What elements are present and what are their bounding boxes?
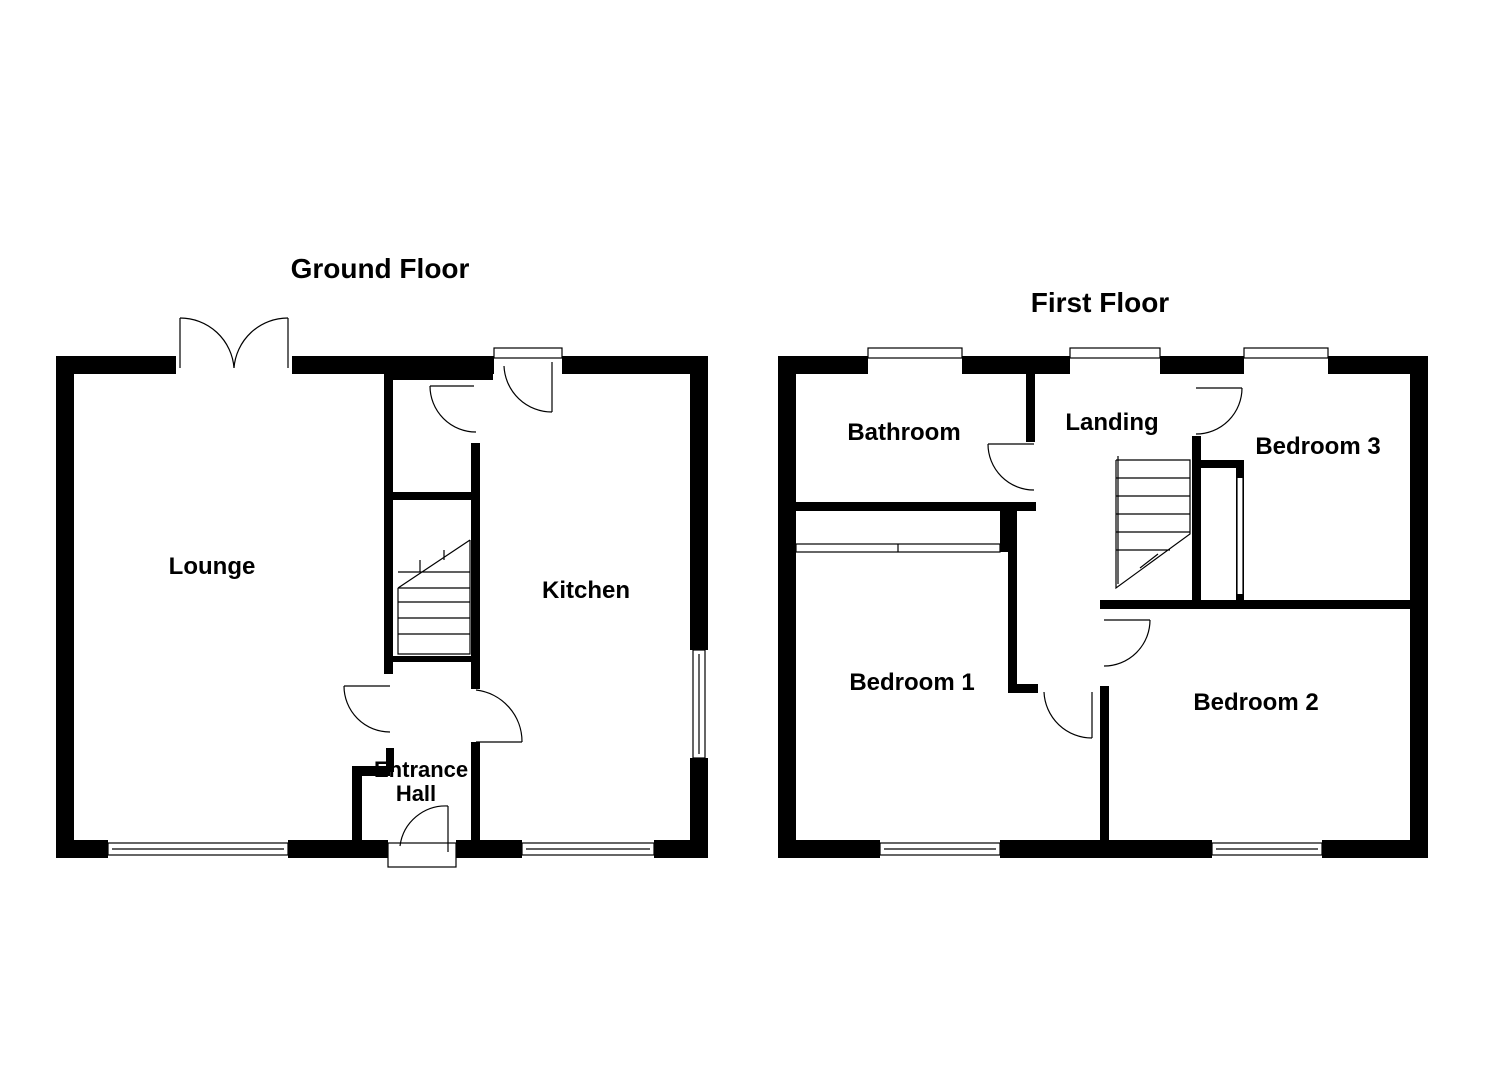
wall: [352, 766, 362, 846]
wall: [1008, 684, 1038, 693]
wall: [562, 356, 708, 374]
wall: [56, 356, 176, 374]
door: [503, 362, 553, 413]
wall: [392, 656, 472, 662]
wall: [1160, 356, 1244, 374]
room-label-bathroom: Bathroom: [847, 419, 960, 446]
door: [1103, 619, 1151, 667]
door: [343, 685, 391, 733]
wall: [393, 492, 473, 500]
wall: [471, 742, 480, 840]
window: [1243, 347, 1329, 359]
wall: [1410, 356, 1428, 858]
wall: [56, 356, 74, 858]
door: [475, 689, 523, 743]
wall: [1000, 508, 1009, 552]
room-label-bedroom-1: Bedroom 1: [849, 669, 974, 696]
wall: [962, 356, 1070, 374]
wall: [690, 758, 708, 858]
room-label-landing: Landing: [1065, 409, 1158, 436]
staircase: [1115, 456, 1191, 590]
ground-floor-title: Ground Floor: [291, 253, 470, 284]
room-label-entrance-hall-box: Entrance Hall: [374, 758, 469, 806]
window: [493, 347, 563, 359]
room-label-entrance-hall: Entrance Hall: [374, 758, 469, 806]
wall: [292, 356, 494, 374]
wall: [1008, 508, 1017, 690]
door: [1043, 691, 1093, 739]
french-doors: [179, 317, 289, 369]
first-floor-title: First Floor: [1031, 287, 1170, 318]
wall: [796, 502, 1036, 511]
ground-floor-plan: Ground Floor: [56, 253, 708, 868]
wall: [386, 748, 394, 772]
wall: [1100, 600, 1410, 609]
door: [987, 443, 1035, 491]
wall: [1026, 374, 1035, 442]
wall: [778, 356, 868, 374]
wall: [778, 840, 880, 858]
wall: [690, 356, 708, 650]
front-door: [387, 805, 457, 868]
door: [1195, 387, 1243, 435]
room-label-kitchen: Kitchen: [542, 577, 630, 604]
wall: [456, 840, 522, 858]
wardrobe-doors: [795, 543, 1001, 553]
window: [1069, 347, 1161, 359]
door: [429, 385, 477, 433]
wall: [352, 766, 390, 776]
wall: [778, 356, 796, 858]
wall: [1200, 460, 1244, 468]
room-label-lounge: Lounge: [169, 553, 256, 580]
room-label-bedroom-3: Bedroom 3: [1255, 433, 1380, 460]
staircase: [392, 539, 472, 662]
wall: [288, 840, 388, 858]
window: [867, 347, 963, 359]
wall: [654, 840, 708, 858]
wall: [1100, 686, 1109, 840]
wall: [1322, 840, 1428, 858]
wall: [1192, 436, 1201, 606]
first-floor-plan: First Floor: [778, 287, 1428, 858]
room-label-bedroom-2: Bedroom 2: [1193, 689, 1318, 716]
wall: [471, 443, 480, 689]
wall: [393, 374, 493, 380]
wall: [1328, 356, 1428, 374]
wall: [56, 840, 108, 858]
wall: [384, 374, 393, 674]
wall: [1000, 840, 1212, 858]
